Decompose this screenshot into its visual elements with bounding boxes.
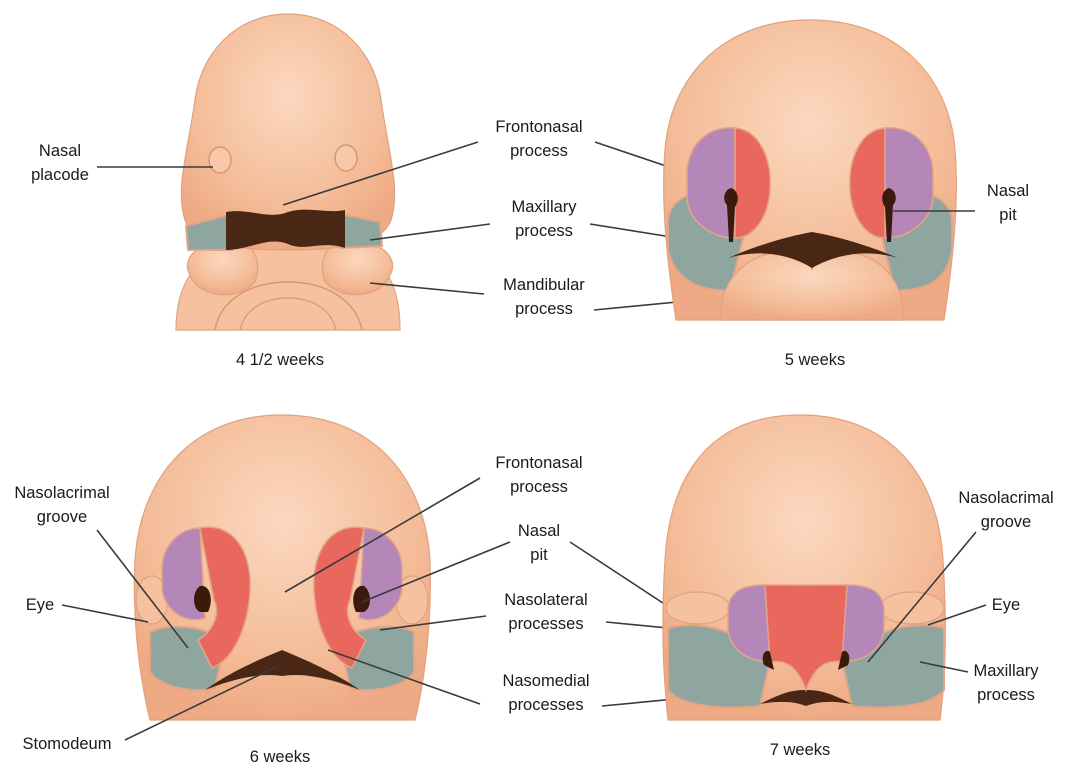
nasal-pit-label-line2-p3: pit <box>530 546 548 564</box>
nasolacrimal-label-line1: Nasolacrimal <box>14 484 109 502</box>
caption-4-5-weeks: 4 1/2 weeks <box>236 351 324 369</box>
nasolateral-label-line1: Nasolateral <box>504 591 587 609</box>
frontonasal-label-line2-p3: process <box>510 478 568 496</box>
mandibular-label-line1: Mandibular <box>503 276 585 294</box>
embryo-head-5-weeks <box>664 20 957 320</box>
nasolateral-label-line2: processes <box>508 615 583 633</box>
caption-7-weeks: 7 weeks <box>770 741 831 759</box>
nasolacrimal-label-line1-p4: Nasolacrimal <box>958 489 1053 507</box>
nasal-placode-label-line1: Nasal <box>39 142 81 160</box>
frontonasal-label-line1: Frontonasal <box>495 118 582 136</box>
caption-6-weeks: 6 weeks <box>250 748 311 766</box>
panel-7-weeks: Nasolacrimal groove Eye Maxillary proces… <box>663 415 1054 759</box>
nasal-pit-label-line1: Nasal <box>987 182 1029 200</box>
maxillary-label-line2-p4: process <box>977 686 1035 704</box>
eye-left-7w <box>666 592 730 624</box>
maxillary-label-line1: Maxillary <box>511 198 577 216</box>
embryo-head-7-weeks <box>663 415 945 720</box>
caption-5-weeks: 5 weeks <box>785 351 846 369</box>
embryo-head-6-weeks <box>134 415 430 720</box>
nasolacrimal-label-line2: groove <box>37 508 87 526</box>
nasal-pit-label-line1-p3: Nasal <box>518 522 560 540</box>
maxillary-label-line1-p4: Maxillary <box>973 662 1039 680</box>
nasal-pit-label-line2: pit <box>999 206 1017 224</box>
nasal-placode-right <box>335 145 357 171</box>
panel-6-weeks: Nasolacrimal groove Eye Stomodeum Fronto… <box>14 415 770 766</box>
eye-label: Eye <box>26 596 54 614</box>
nasomedial-label-line2: processes <box>508 696 583 714</box>
nasomedial-label-line1: Nasomedial <box>502 672 589 690</box>
nasolacrimal-label-line2-p4: groove <box>981 513 1031 531</box>
panel-5-weeks: Nasal pit 5 weeks <box>664 20 1029 369</box>
eye-label-p4: Eye <box>992 596 1020 614</box>
frontonasal-label-line2: process <box>510 142 568 160</box>
stomodeum-label: Stomodeum <box>23 735 112 753</box>
nasal-placode-label-line2: placode <box>31 166 89 184</box>
label-eye-panel3: Eye <box>26 596 148 622</box>
label-maxillary-panel1: Maxillary process <box>370 198 690 240</box>
mandibular-label-line2: process <box>515 300 573 318</box>
maxillary-label-line2: process <box>515 222 573 240</box>
embryo-head-4-5-weeks <box>176 14 400 330</box>
nasal-placode-left <box>209 147 231 173</box>
frontonasal-label-line1-p3: Frontonasal <box>495 454 582 472</box>
